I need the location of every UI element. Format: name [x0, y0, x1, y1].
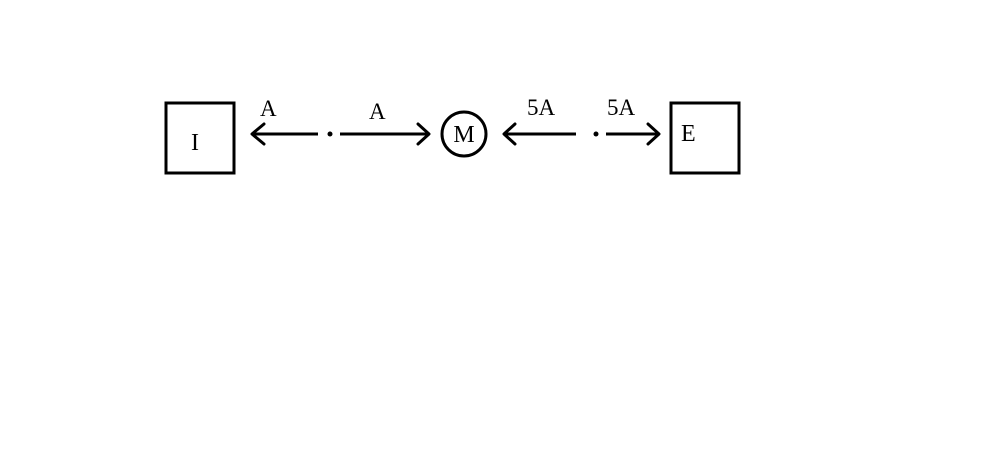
- arrow-to-e-head: [646, 122, 661, 146]
- node-i-label: I: [191, 130, 199, 156]
- arrow-to-i-head: [250, 122, 266, 146]
- node-m-label: M: [453, 122, 474, 148]
- arrow-i-to-m-label: A: [369, 99, 386, 124]
- arrow-i-to-m-head: [416, 122, 431, 146]
- node-i: I: [164, 101, 236, 175]
- arrow-to-e-label: 5A: [607, 95, 636, 120]
- right-midpoint-dot: [593, 131, 599, 137]
- left-midpoint-dot: [327, 131, 333, 137]
- arrow-to-m: 5A: [502, 95, 576, 146]
- node-m: M: [440, 110, 488, 158]
- node-e-label: E: [681, 121, 696, 147]
- arrow-to-i: A: [250, 96, 318, 146]
- arrow-to-i-label: A: [260, 96, 277, 121]
- arrow-to-m-label: 5A: [527, 95, 556, 120]
- node-i-box: [164, 101, 236, 175]
- node-e: E: [669, 101, 741, 175]
- node-m-circle: [440, 110, 488, 158]
- arrow-to-m-head: [502, 122, 517, 146]
- node-e-box: [669, 101, 741, 175]
- arrow-i-to-m: A: [340, 99, 431, 146]
- arrow-to-e: 5A: [606, 95, 661, 146]
